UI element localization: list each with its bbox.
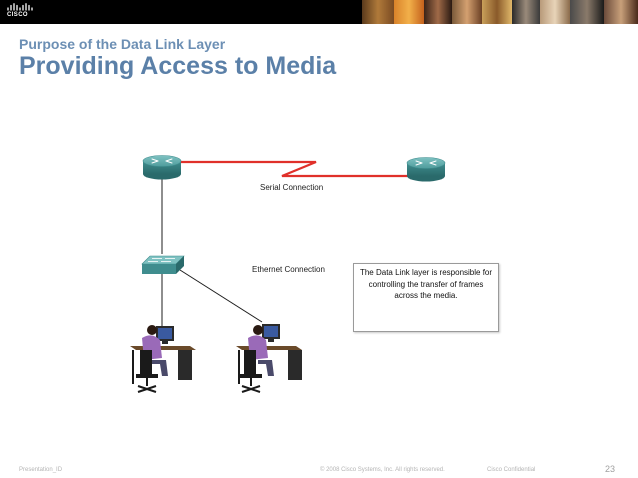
ethernet-connection-label: Ethernet Connection (252, 265, 325, 274)
photo-tile (424, 0, 452, 24)
switch-icon (141, 255, 185, 274)
info-callout: The Data Link layer is responsible for c… (353, 263, 499, 332)
cisco-logo: CISCO (6, 3, 40, 21)
photo-tile (570, 0, 604, 24)
info-line: controlling the transfer of frames (368, 279, 484, 289)
cisco-bridge-logo-icon (7, 3, 33, 11)
router-icon (142, 155, 182, 180)
photo-tile (604, 0, 638, 24)
footer-copyright: © 2008 Cisco Systems, Inc. All rights re… (320, 467, 445, 473)
photo-tile (452, 0, 482, 24)
photo-tile (540, 0, 570, 24)
photo-tile (482, 0, 512, 24)
info-line: The Data Link layer is responsible for (359, 268, 493, 277)
slide-title: Providing Access to Media (19, 52, 337, 80)
serial-connection-label: Serial Connection (260, 183, 323, 192)
photo-tile (394, 0, 424, 24)
workstation-icon (236, 324, 302, 393)
workstation-icon (130, 325, 196, 393)
header-bar: CISCO (0, 0, 638, 24)
info-line: across the media. (394, 291, 458, 300)
photo-tile (512, 0, 540, 24)
footer-confidential: Cisco Confidential (487, 467, 536, 473)
photo-tile (362, 0, 394, 24)
header-photo-strip (362, 0, 638, 24)
router-icon (406, 157, 446, 182)
serial-link (180, 160, 408, 178)
cisco-wordmark: CISCO (7, 12, 29, 18)
footer-presentation-id: Presentation_ID (19, 467, 63, 473)
page-number: 23 (605, 464, 616, 474)
ethernet-link (179, 269, 263, 323)
slide-kicker: Purpose of the Data Link Layer (19, 36, 226, 52)
